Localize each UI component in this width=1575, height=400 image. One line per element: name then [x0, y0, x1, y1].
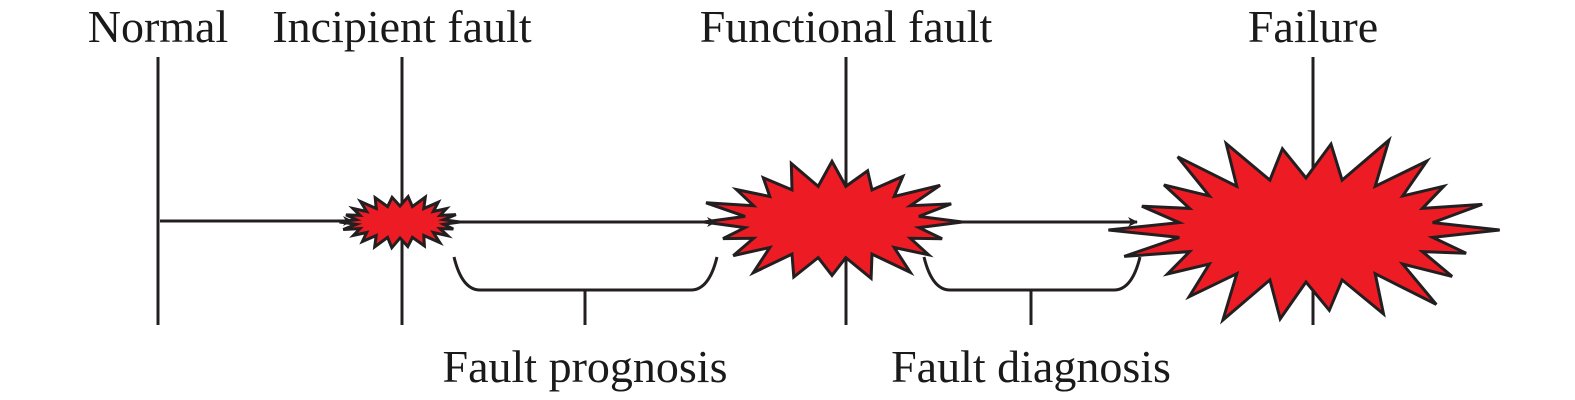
- label-normal: Normal: [88, 1, 229, 52]
- label-fault-diagnosis: Fault diagnosis: [891, 341, 1171, 392]
- failure-burst-icon: [1108, 135, 1500, 325]
- label-failure: Failure: [1248, 1, 1378, 52]
- label-incipient-fault: Incipient fault: [272, 1, 532, 52]
- functional-fault-burst-icon: [703, 158, 963, 282]
- label-functional-fault: Functional fault: [700, 1, 993, 52]
- diagnosis-bracket: [922, 256, 1142, 292]
- prognosis-bracket: [452, 256, 719, 292]
- incipient-fault-burst-icon: [339, 193, 461, 251]
- label-fault-prognosis: Fault prognosis: [443, 341, 728, 392]
